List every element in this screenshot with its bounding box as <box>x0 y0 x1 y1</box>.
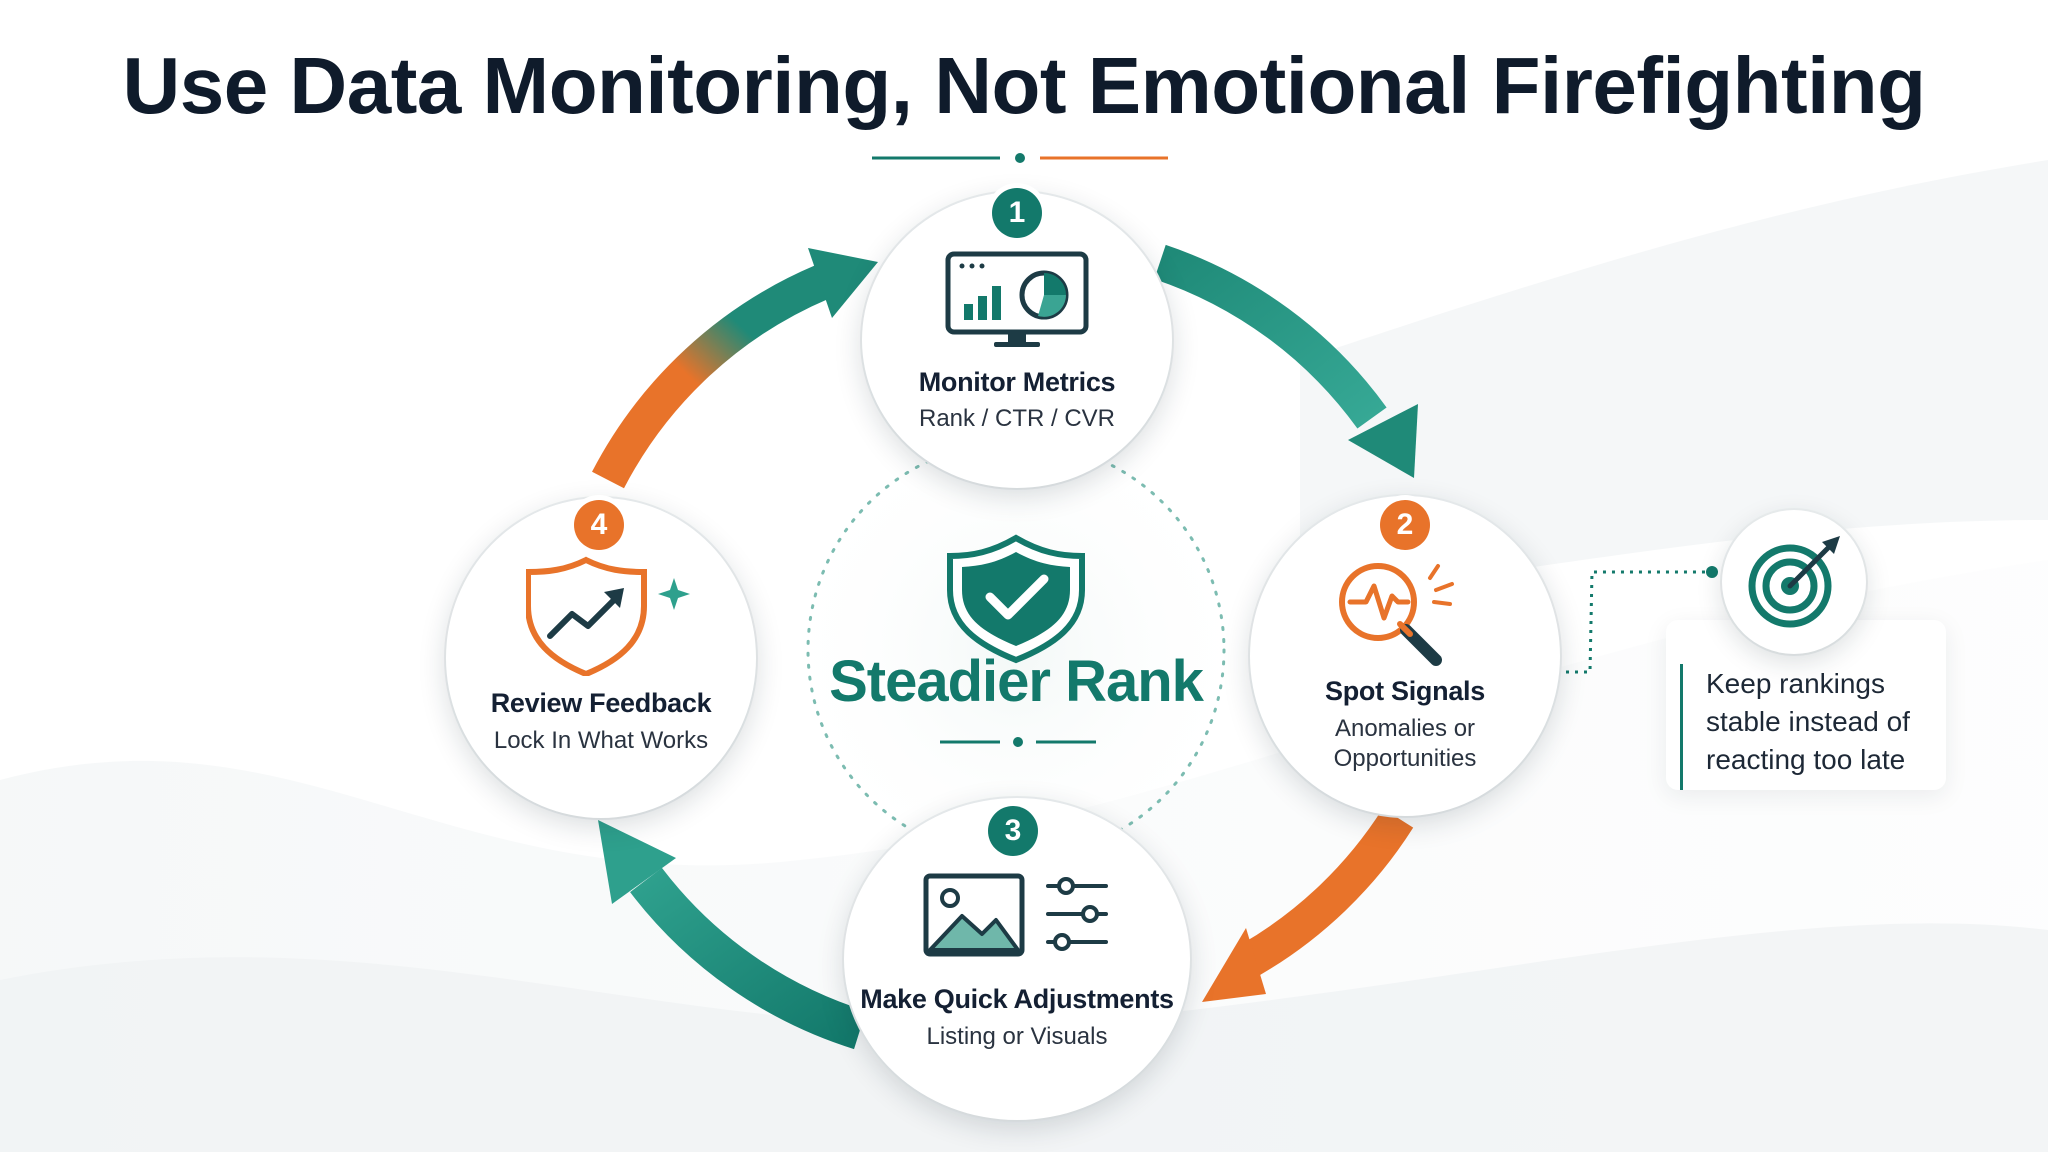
callout-line-3: reacting too late <box>1706 744 1906 775</box>
callout-connector <box>1566 570 1712 674</box>
callout-accent-bar <box>1680 664 1683 790</box>
step-3-badge: 3 <box>988 806 1038 856</box>
title-divider <box>872 153 1168 163</box>
step-2-label: Spot Signals <box>1325 676 1485 706</box>
step-1-sub: Rank / CTR / CVR <box>918 405 1116 432</box>
step-2-sub-line2: Opportunities <box>1333 745 1477 772</box>
step-1-badge: 1 <box>992 188 1042 238</box>
callout-line-1: Keep rankings <box>1706 668 1886 699</box>
dashboard-monitor-icon <box>945 251 1089 347</box>
shield-check-icon <box>947 534 1085 664</box>
arrowhead-step4 <box>598 820 676 904</box>
page-title: Use Data Monitoring, Not Emotional Firef… <box>122 41 1926 130</box>
arrow-step4-to-step1 <box>592 265 830 489</box>
callout-card: Keep rankings stable instead of reacting… <box>1666 620 1946 790</box>
step-3-sub: Listing or Visuals <box>926 1023 1108 1050</box>
step-1-label: Monitor Metrics <box>918 367 1116 397</box>
step-4-badge: 4 <box>574 500 624 550</box>
sparkle-icon <box>658 578 690 610</box>
magnifier-pulse-icon <box>1339 563 1454 666</box>
shield-growth-icon <box>526 556 690 676</box>
step-4-node: Review Feedback Lock In What Works <box>446 498 756 818</box>
arrow-step1-to-step2 <box>1154 244 1387 429</box>
arrowhead-step3 <box>1202 928 1266 1002</box>
arrow-step3-to-step4 <box>630 867 867 1050</box>
step-4-sub: Lock In What Works <box>493 727 709 754</box>
step-2-badge: 2 <box>1380 500 1430 550</box>
step-2-sub-line1: Anomalies or <box>1334 715 1476 742</box>
arrow-step2-to-step3 <box>1240 808 1414 976</box>
arrowhead-step2 <box>1348 404 1418 478</box>
center-divider-dot <box>1013 737 1023 747</box>
step-1-node: Monitor Metrics Rank / CTR / CVR <box>862 192 1172 488</box>
step-3-label: Make Quick Adjustments <box>860 984 1174 1014</box>
target-icon <box>1748 536 1840 628</box>
callout-line-2: stable instead of <box>1706 706 1910 737</box>
center-title: Steadier Rank <box>829 649 1204 714</box>
step-4-label: Review Feedback <box>490 688 712 718</box>
image-sliders-icon <box>923 873 1108 957</box>
target-badge <box>1722 510 1866 654</box>
connector-dot <box>1706 566 1718 578</box>
arrowhead-step1 <box>808 248 878 318</box>
